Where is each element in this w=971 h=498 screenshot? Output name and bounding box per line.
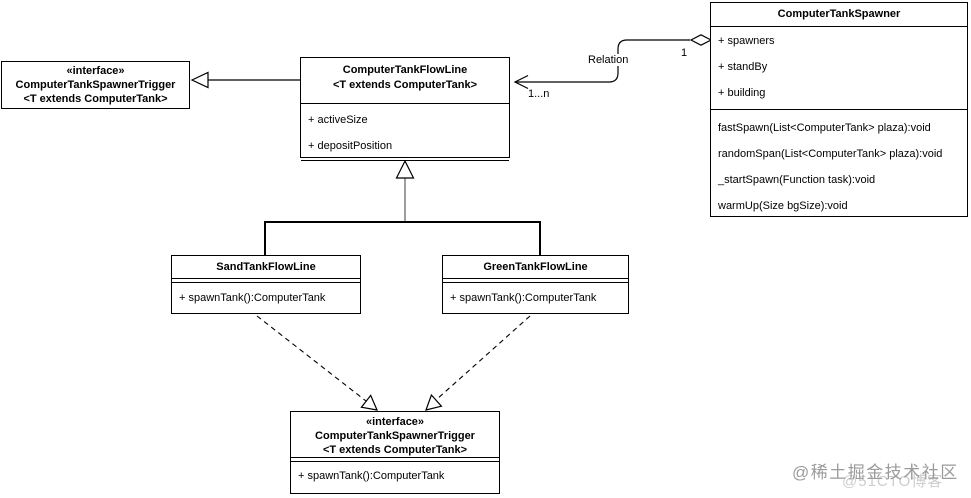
hollow-triangle-icon: [360, 394, 378, 411]
empty-compartment: [443, 279, 628, 283]
class-box-computertankspawnertrigger-bottom: «interface» ComputerTankSpawnerTrigger <…: [290, 411, 500, 494]
attribute: + depositPosition: [308, 140, 393, 152]
method: fastSpawn(List<ComputerTank> plaza):void: [718, 122, 931, 134]
stereotype-label: «interface»: [66, 65, 125, 77]
attributes-compartment: + spawners + standBy + building: [711, 27, 967, 110]
class-name: ComputerTankSpawnerTrigger: [15, 79, 176, 91]
methods-compartment: + spawnTank():ComputerTank: [172, 283, 360, 313]
class-name: GreenTankFlowLine: [483, 261, 588, 273]
class-title: GreenTankFlowLine: [443, 256, 628, 279]
method: + spawnTank():ComputerTank: [298, 470, 445, 482]
empty-compartment: [172, 279, 360, 283]
class-box-greentankflowline: GreenTankFlowLine + spawnTank():Computer…: [442, 255, 629, 314]
methods-compartment: fastSpawn(List<ComputerTank> plaza):void…: [711, 110, 967, 219]
hollow-triangle-icon: [190, 71, 209, 89]
attribute: + activeSize: [308, 114, 368, 126]
watermark-juejin: @稀土掘金技术社区: [792, 463, 959, 482]
multiplicity-label-one: 1: [681, 47, 688, 59]
hollow-triangle-icon: [395, 159, 415, 179]
generic-parameter: <T extends ComputerTank>: [23, 93, 168, 105]
methods-compartment: + spawnTank():ComputerTank: [443, 283, 628, 313]
open-arrow-icon: [513, 74, 529, 90]
class-name: ComputerTankFlowLine: [342, 64, 468, 76]
methods-compartment: + spawnTank():ComputerTank: [291, 462, 499, 491]
generic-parameter: <T extends ComputerTank>: [332, 79, 478, 91]
multiplicity-label-many: 1...n: [528, 88, 550, 100]
watermark-51cto: @51CTO博客: [842, 473, 944, 490]
class-box-sandtankflowline: SandTankFlowLine + spawnTank():ComputerT…: [171, 255, 361, 314]
stereotype-label: «interface»: [365, 416, 425, 428]
class-name: SandTankFlowLine: [216, 261, 316, 273]
class-title: ComputerTankFlowLine <T extends Computer…: [301, 58, 509, 104]
attributes-compartment: + activeSize + depositPosition: [301, 104, 509, 161]
method: warmUp(Size bgSize):void: [718, 200, 848, 212]
method: + spawnTank():ComputerTank: [450, 292, 597, 304]
attribute: + building: [718, 87, 766, 99]
empty-compartment: [291, 458, 499, 462]
class-title: SandTankFlowLine: [172, 256, 360, 279]
class-title: «interface» ComputerTankSpawnerTrigger <…: [2, 62, 189, 106]
method: + spawnTank():ComputerTank: [179, 292, 326, 304]
attribute: + standBy: [718, 61, 768, 73]
edge-realization-sand: [256, 315, 378, 411]
edge-realization-green: [425, 315, 531, 411]
edge-generalization-children: [264, 159, 541, 255]
generic-parameter: <T extends ComputerTank>: [322, 444, 468, 456]
class-box-computertankspawner: ComputerTankSpawner + spawners + standBy…: [710, 2, 968, 217]
edge-label-relation: Relation: [586, 54, 631, 66]
aggregation-diamond-icon: [689, 34, 713, 46]
hollow-triangle-icon: [425, 393, 443, 411]
attribute: + spawners: [718, 35, 775, 47]
class-box-computertankflowline: ComputerTankFlowLine <T extends Computer…: [300, 57, 510, 161]
class-name: ComputerTankSpawner: [777, 8, 901, 20]
method: _startSpawn(Function task):void: [718, 174, 876, 186]
class-box-computertankspawnertrigger-top: «interface» ComputerTankSpawnerTrigger <…: [1, 61, 190, 109]
class-title: ComputerTankSpawner: [711, 3, 967, 27]
class-title: «interface» ComputerTankSpawnerTrigger <…: [291, 412, 499, 458]
method: randomSpan(List<ComputerTank> plaza):voi…: [718, 148, 943, 160]
edge-realization-top: [190, 71, 300, 89]
class-name: ComputerTankSpawnerTrigger: [315, 430, 475, 442]
